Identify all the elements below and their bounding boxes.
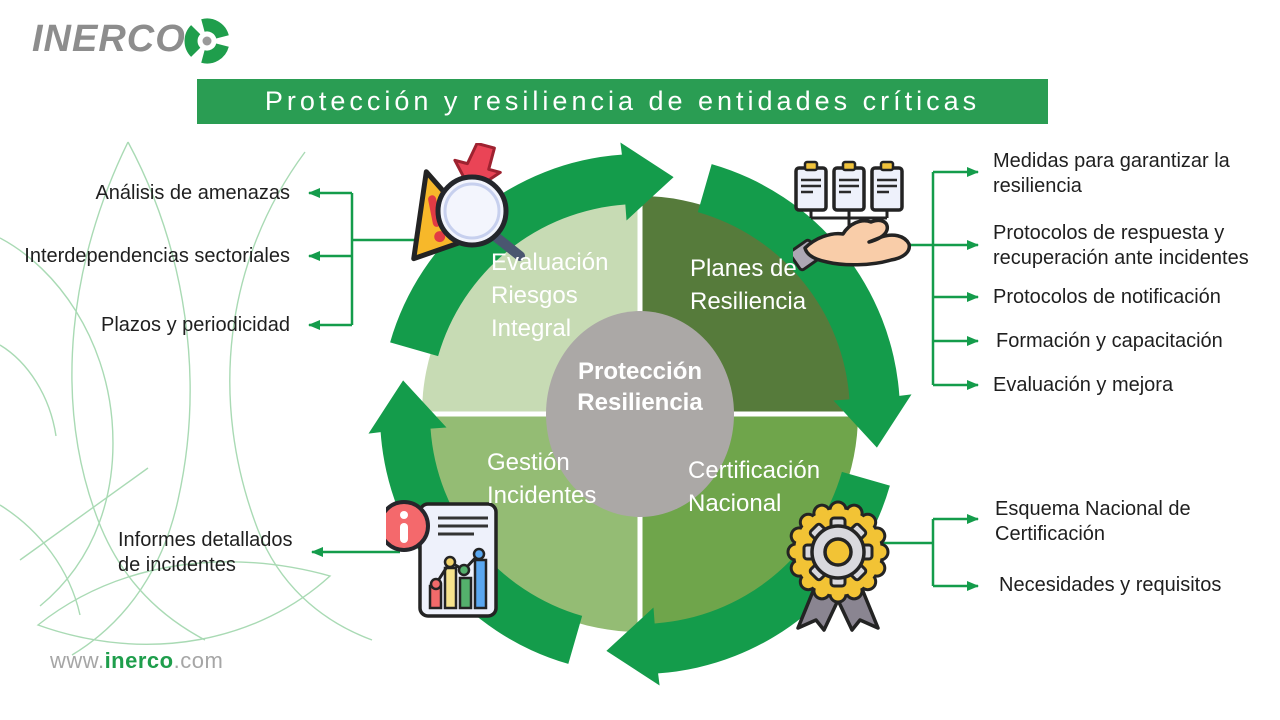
inerco-swirl-icon	[184, 18, 229, 64]
website-url: www.inerco.com	[50, 648, 223, 674]
left-label-interdependencias: Interdependencias sectoriales	[24, 245, 290, 267]
rosette	[786, 500, 890, 604]
quadrant-label-certificacion: Certificación Nacional	[688, 457, 821, 517]
center-circle	[546, 311, 734, 517]
title-banner: Protección y resiliencia de entidades cr…	[197, 79, 1048, 124]
quadrant-label-gestion: Gestión Incidentes	[487, 449, 597, 509]
right-label-formacion: Formación y capacitación	[996, 330, 1223, 352]
certification-medal-icon	[786, 500, 890, 632]
right-label-protocolos-notificacion: Protocolos de notificación	[993, 286, 1221, 308]
url-tld: .com	[173, 648, 224, 673]
right-label-medidas: Medidas para garantizar la resiliencia	[993, 150, 1230, 197]
incident-report-chart-icon	[386, 500, 498, 618]
center-label: Protección Resiliencia	[577, 358, 703, 416]
resilience-plans-clipboards-hand-icon	[793, 160, 912, 272]
right-label-necesidades: Necesidades y requisitos	[999, 574, 1222, 596]
url-www: www.	[50, 648, 105, 673]
left-label-analisis: Análisis de amenazas	[95, 182, 290, 204]
right-label-evaluacion-mejora: Evaluación y mejora	[993, 374, 1174, 396]
left-label-plazos: Plazos y periodicidad	[101, 314, 290, 336]
url-domain: inerco	[104, 648, 174, 673]
leaf-pattern-decoration	[0, 141, 373, 656]
quadrant-label-evaluacion: Evaluación Riesgos Integral	[491, 249, 609, 342]
left-label-informes: Informes detallados de incidentes	[118, 529, 293, 576]
right-label-esquema: Esquema Nacional de Certificación	[995, 498, 1191, 545]
quadrant-label-planes: Planes de Resiliencia	[690, 255, 807, 315]
risk-analysis-magnifier-warning-icon	[411, 143, 525, 262]
right-label-protocolos-respuesta: Protocolos de respuesta y recuperación a…	[993, 222, 1249, 269]
inerco-logo-text: INERCO	[32, 18, 186, 60]
